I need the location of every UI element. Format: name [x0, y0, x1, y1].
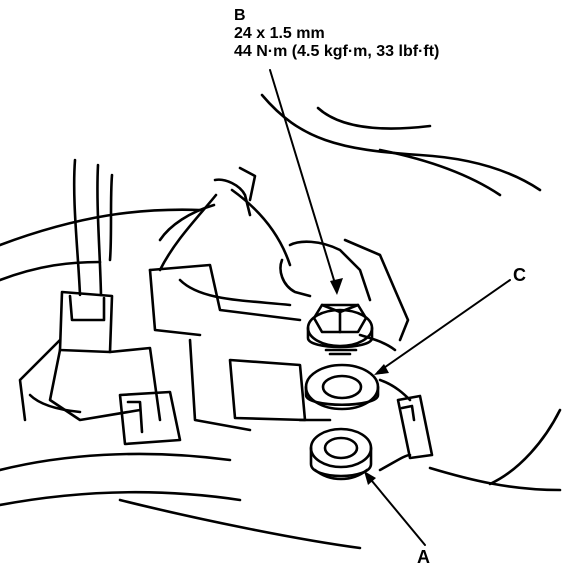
connector-block-left	[18, 290, 162, 422]
leader-line-b	[269, 69, 338, 291]
nut-label: A	[417, 547, 430, 567]
bolt-mount-bracket	[279, 238, 410, 352]
washer-c	[304, 363, 380, 411]
nut-a	[309, 427, 373, 481]
leader-lines	[269, 69, 511, 546]
hose-upper-center	[158, 166, 292, 272]
bolt-b	[306, 303, 374, 356]
central-housing	[118, 263, 332, 446]
leader-line-a	[366, 474, 426, 546]
leader-line-c	[377, 279, 511, 373]
bolt-size: 24 x 1.5 mm	[234, 25, 325, 42]
arrowhead-c	[374, 364, 389, 375]
bolt-spec-callout: B 24 x 1.5 mm 44 N·m (4.5 kgf·m, 33 lbf·…	[234, 8, 439, 62]
arrowhead-b	[330, 278, 343, 295]
connector-right	[378, 378, 434, 472]
washer-label: C	[513, 265, 526, 285]
bolt-torque: 44 N·m (4.5 kgf·m, 33 lbf·ft)	[234, 43, 440, 60]
bolt-label: B	[234, 7, 246, 24]
arrowhead-a	[364, 471, 376, 485]
hose-left-vertical	[72, 158, 114, 297]
leader-arrowheads	[330, 278, 389, 485]
background-contour-lines	[0, 93, 562, 550]
